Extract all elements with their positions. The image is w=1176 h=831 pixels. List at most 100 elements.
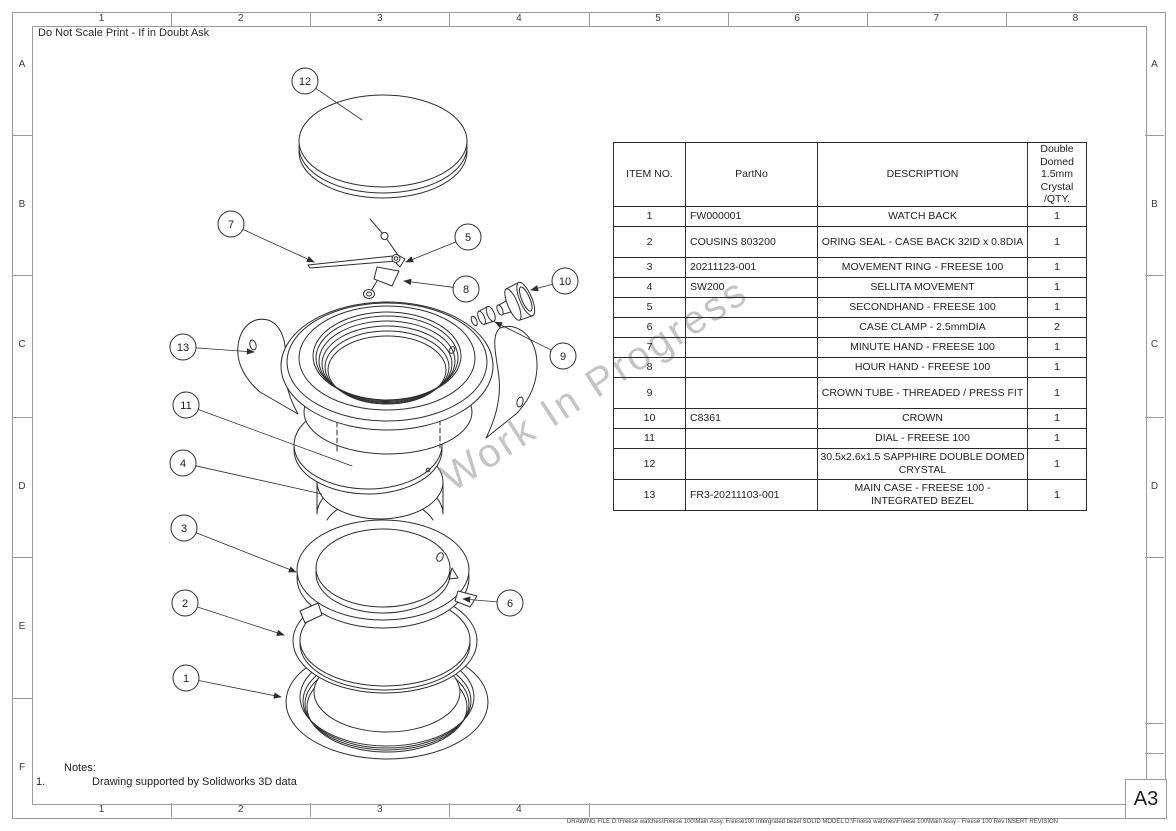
balloon-number-4: 4 xyxy=(180,458,186,470)
grid-col-top-8: 8 xyxy=(1072,13,1079,24)
balloon-circle-6 xyxy=(496,589,524,617)
balloon-circle-2 xyxy=(171,589,199,617)
ruler-tick xyxy=(12,275,32,276)
bom-cell-description: CROWN TUBE - THREADED / PRESS FIT xyxy=(817,376,1028,409)
balloon-circle-7 xyxy=(217,210,245,238)
leader-line-7 xyxy=(242,228,315,263)
ruler-tick xyxy=(310,12,311,26)
grid-col-top-6: 6 xyxy=(794,13,800,24)
balloon-circle-4 xyxy=(169,449,197,477)
bom-header-row: ITEM NO. PartNo DESCRIPTION Double Domed… xyxy=(613,142,1087,207)
balloon-number-2: 2 xyxy=(182,598,188,610)
ruler-tick xyxy=(12,557,32,558)
ruler-tick xyxy=(589,12,590,26)
notes-title: Notes: xyxy=(64,762,96,774)
grid-col-top-5: 5 xyxy=(655,13,661,24)
ruler-tick xyxy=(1145,135,1164,136)
balloon-circle-11 xyxy=(172,391,200,419)
balloon-circle-9 xyxy=(549,342,577,370)
ruler-tick xyxy=(310,803,311,817)
leader-line-10 xyxy=(530,283,553,292)
bom-cell-qty: 1 xyxy=(1027,225,1087,258)
part-crystal xyxy=(298,94,468,199)
leader-line-3 xyxy=(195,532,297,573)
ruler-tick xyxy=(12,698,32,699)
balloon-circle-10 xyxy=(551,267,579,295)
bom-cell-description: CROWN xyxy=(817,407,1028,429)
ruler-tick xyxy=(1145,417,1164,418)
leader-line-13 xyxy=(195,347,255,355)
part-crown xyxy=(496,281,536,321)
bom-cell-qty: 1 xyxy=(1027,296,1087,318)
balloon-number-7: 7 xyxy=(228,219,234,231)
note-number: 1. xyxy=(36,776,46,788)
leader-line-1 xyxy=(198,680,282,699)
bom-cell-qty: 1 xyxy=(1027,276,1087,298)
grid-row-left-E: E xyxy=(18,621,26,632)
grid-col-top-2: 2 xyxy=(237,13,244,24)
bom-cell-qty: 1 xyxy=(1027,256,1087,278)
leader-line-8 xyxy=(403,278,454,288)
bom-cell-part_no: FR3-20211103-001 xyxy=(685,478,818,511)
bom-cell-item: 10 xyxy=(613,407,686,429)
bom-cell-description: HOUR HAND - FREESE 100 xyxy=(817,356,1028,378)
balloon-leaders xyxy=(195,87,553,699)
ruler-tick xyxy=(449,12,450,26)
bom-cell-qty: 1 xyxy=(1027,336,1087,358)
part-movement-ring xyxy=(296,519,470,629)
grid-col-bottom-3: 3 xyxy=(377,804,383,815)
grid-row-right-C: C xyxy=(1150,339,1159,350)
grid-row-left-B: B xyxy=(18,199,26,210)
leader-line-6 xyxy=(462,596,498,603)
grid-col-top-4: 4 xyxy=(516,13,522,24)
bom-cell-qty: 1 xyxy=(1027,356,1087,378)
bom-cell-description: MOVEMENT RING - FREESE 100 xyxy=(817,256,1028,278)
balloon-circle-12 xyxy=(291,67,319,95)
ruler-tick xyxy=(12,135,32,136)
balloon-number-13: 13 xyxy=(177,342,189,354)
leader-line-9 xyxy=(494,321,552,351)
grid-row-right-B: B xyxy=(1151,199,1158,210)
leader-line-5 xyxy=(405,241,457,263)
bom-cell-item: 1 xyxy=(613,205,686,227)
bom-cell-qty: 1 xyxy=(1027,407,1087,429)
part-main-case xyxy=(237,301,538,455)
bom-cell-part_no: FW000001 xyxy=(685,205,818,227)
sheet-size-label: A3 xyxy=(1133,787,1159,810)
bom-cell-part_no xyxy=(685,376,818,409)
balloon-circle-1 xyxy=(172,664,200,692)
bom-cell-description: WATCH BACK xyxy=(817,205,1028,227)
part-hour-hand xyxy=(363,266,400,299)
grid-row-right-D: D xyxy=(1150,481,1159,492)
balloon-circle-8 xyxy=(452,275,480,303)
bom-header-item: ITEM NO. xyxy=(613,142,686,207)
ruler-tick xyxy=(171,803,172,817)
leader-line-4 xyxy=(195,465,323,495)
bom-cell-description: SELLITA MOVEMENT xyxy=(817,276,1028,298)
ruler-tick xyxy=(1145,557,1164,558)
balloon-number-8: 8 xyxy=(463,284,469,296)
leader-line-2 xyxy=(196,606,285,636)
grid-col-bottom-2: 2 xyxy=(237,804,244,815)
grid-row-left-D: D xyxy=(18,481,26,492)
ruler-tick xyxy=(171,12,172,26)
bom-cell-description: CASE CLAMP - 2.5mmDIA xyxy=(817,316,1028,338)
grid-row-left-A: A xyxy=(18,59,26,70)
balloon-number-9: 9 xyxy=(560,351,566,363)
balloon-number-3: 3 xyxy=(181,523,187,535)
bom-cell-part_no: 20211123-001 xyxy=(685,256,818,278)
bom-cell-qty: 2 xyxy=(1027,316,1087,338)
bom-cell-item: 7 xyxy=(613,336,686,358)
bom-cell-description: ORING SEAL - CASE BACK 32ID x 0.8DIA xyxy=(817,225,1028,258)
leader-line-11 xyxy=(197,409,353,467)
